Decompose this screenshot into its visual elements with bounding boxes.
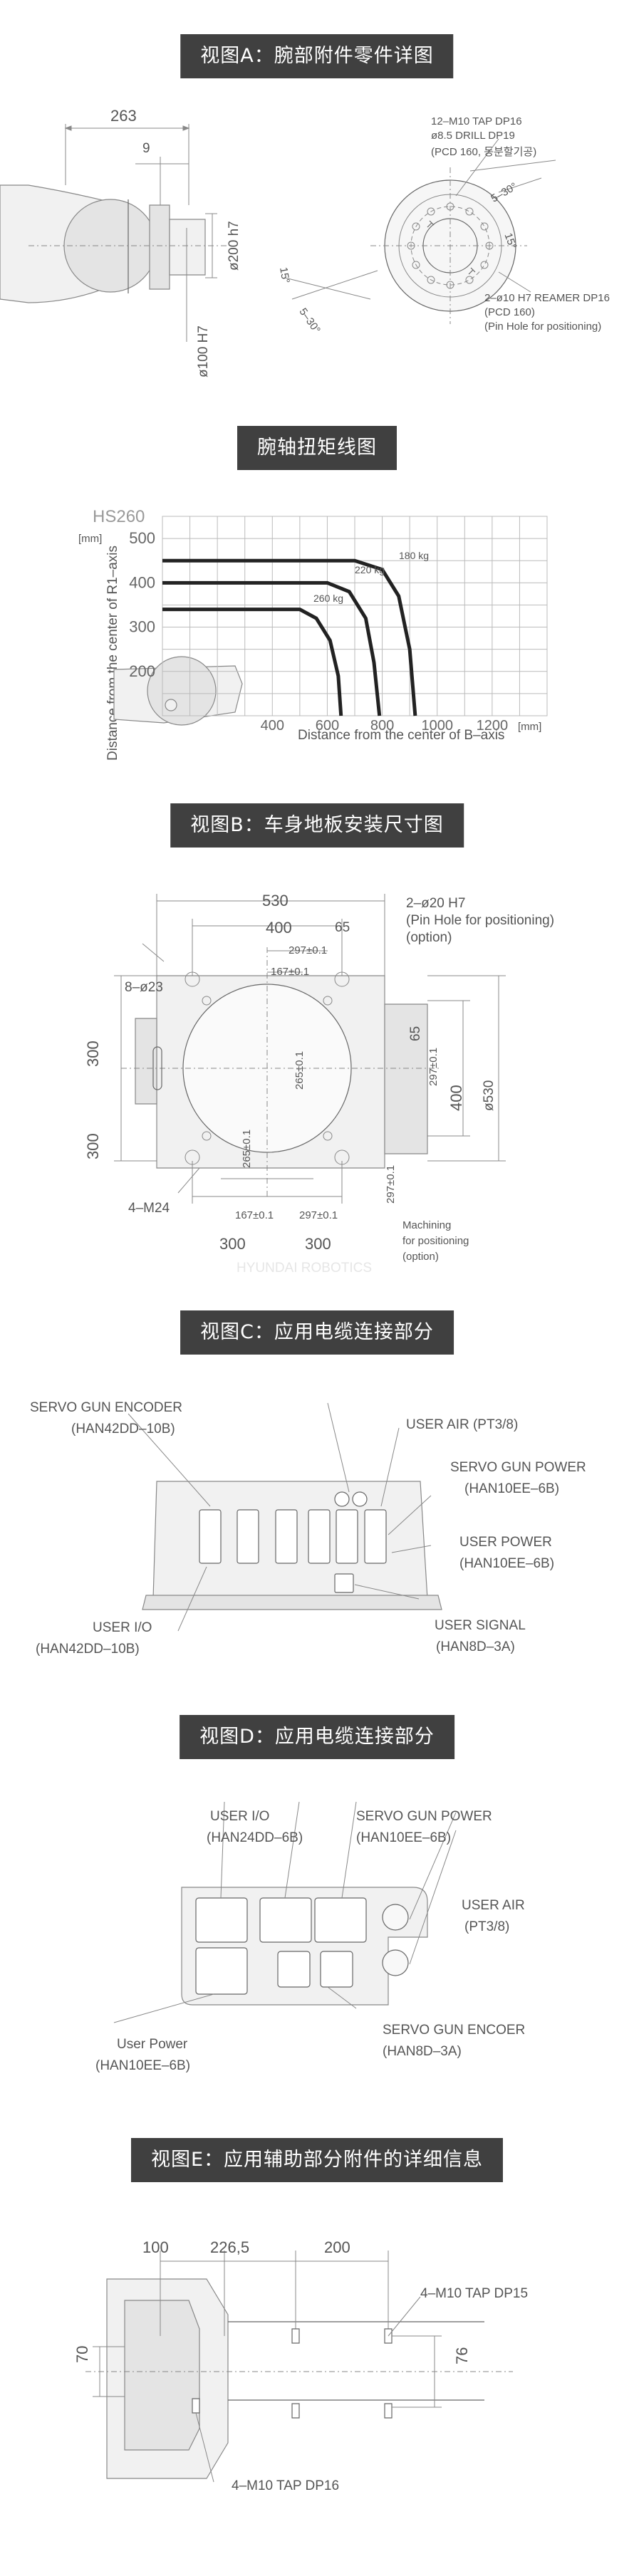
- x-tick-label: 1200: [477, 718, 509, 734]
- d-user-air-label: USER AIR: [462, 1898, 525, 1913]
- dim-300-left-top: 300: [84, 1041, 102, 1067]
- dim-400: 400: [266, 919, 292, 937]
- dim-263: 263: [110, 107, 137, 125]
- d-servo-encoder-model: (HAN8D–3A): [383, 2044, 462, 2059]
- curve-load-label: 260 kg: [313, 593, 343, 604]
- x-tick-label: 800: [370, 718, 394, 734]
- dim-167-top: 167±0.1: [271, 966, 310, 978]
- dim-297-top: 297±0.1: [289, 944, 328, 956]
- note-pin-line2: (PCD 160): [484, 306, 535, 318]
- dim-300-bottom-left: 300: [219, 1235, 246, 1253]
- dim-300-left-bottom: 300: [84, 1133, 102, 1159]
- d-user-io-model: (HAN24DD–6B): [207, 1830, 303, 1845]
- section-e-title: 视图E：应用辅助部分附件的详细信息: [130, 2138, 504, 2182]
- torque-curve-220kg: [162, 583, 380, 716]
- d-servo-power-label: SERVO GUN POWER: [356, 1809, 492, 1824]
- dim-265-lower: 265±0.1: [241, 1129, 253, 1168]
- d-user-power-label: User Power: [117, 2037, 188, 2052]
- tap-dp16-label: 4–M10 TAP DP16: [232, 2478, 340, 2493]
- d-user-io-label: USER I/O: [210, 1809, 270, 1824]
- chart-x-axis-title: Distance from the center of B–axis: [298, 728, 505, 743]
- pin-hole-line3: (option): [406, 930, 452, 945]
- c-servo-encoder-model: (HAN42DD–10B): [71, 1422, 175, 1436]
- c-user-io-label: USER I/O: [93, 1620, 152, 1635]
- section-b-title: 视图B：车身地板安装尺寸图: [170, 803, 464, 848]
- c-servo-power-label: SERVO GUN POWER: [450, 1460, 586, 1475]
- cable-connection-side-drawing: [0, 1439, 634, 1624]
- section-c-title: 视图C：应用电缆连接部分: [180, 1310, 454, 1355]
- x-unit-label: [mm]: [518, 721, 542, 733]
- torque-section-title: 腕轴扭矩线图: [237, 426, 397, 470]
- dim-100: 100: [142, 2238, 169, 2256]
- d-servo-power-model: (HAN10EE–6B): [356, 1830, 452, 1845]
- d-user-air-model: (PT3/8): [464, 1919, 510, 1934]
- dim-297-right-bottom: 297±0.1: [385, 1164, 397, 1204]
- c-user-io-model: (HAN42DD–10B): [36, 1642, 140, 1657]
- dim-300-bottom-right: 300: [305, 1235, 331, 1253]
- dim-265-upper: 265±0.1: [293, 1050, 306, 1090]
- dim-200: 200: [324, 2238, 350, 2256]
- x-tick-label: 1000: [421, 718, 453, 734]
- y-tick-label: 500: [129, 529, 155, 547]
- c-user-power-label: USER POWER: [459, 1535, 552, 1550]
- c-servo-encoder-label: SERVO GUN ENCODER: [30, 1400, 182, 1415]
- pin-hole-line1: 2–ø20 H7: [406, 896, 466, 911]
- auxiliary-attachment-drawing: [0, 2236, 634, 2521]
- dim-4m24: 4–M24: [128, 1201, 170, 1216]
- x-tick-label: 600: [316, 718, 339, 734]
- curve-load-label: 220 kg: [355, 564, 385, 575]
- dim-70: 70: [73, 2345, 91, 2363]
- wrist-flange-drawing: [0, 107, 634, 392]
- c-user-air-label: USER AIR (PT3/8): [406, 1417, 519, 1432]
- note-pin-line3: (Pin Hole for positioning): [484, 320, 602, 333]
- note-tap-line2: ø8.5 DRILL DP19: [431, 130, 515, 142]
- dim-8d23: 8–ø23: [125, 980, 163, 995]
- pin-hole-line2: (Pin Hole for positioning): [406, 913, 555, 928]
- c-user-power-model: (HAN10EE–6B): [459, 1556, 555, 1571]
- dim-65-right: 65: [408, 1026, 423, 1041]
- dim-226-5: 226,5: [210, 2238, 250, 2256]
- note-tap-line1: 12–M10 TAP DP16: [431, 115, 522, 127]
- faint-watermark-text: HYUNDAI ROBOTICS: [237, 1261, 373, 1276]
- machining-note-line1: Machining: [402, 1219, 452, 1231]
- note-pin-line1: 2–ø10 H7 REAMER DP16: [484, 292, 610, 304]
- section-d-title: 视图D：应用电缆连接部分: [180, 1715, 454, 1759]
- cable-connection-top-drawing: [0, 1880, 634, 2023]
- dim-d530: ø530: [482, 1080, 497, 1111]
- c-user-signal-model: (HAN8D–3A): [436, 1639, 515, 1654]
- section-a-title: 视图A：腕部附件零件详图: [180, 34, 454, 78]
- note-tap-line3: (PCD 160, 동분할기공): [431, 146, 537, 158]
- dim-400-right: 400: [447, 1085, 465, 1111]
- floor-mount-drawing: [0, 876, 634, 1218]
- curve-load-label: 180 kg: [399, 550, 429, 561]
- d-servo-encoder-label: SERVO GUN ENCOER: [383, 2023, 526, 2038]
- chart-model-label: HS260: [93, 507, 145, 526]
- c-user-signal-label: USER SIGNAL: [435, 1618, 526, 1633]
- y-tick-label: 200: [129, 662, 155, 680]
- machining-note-line3: (option): [402, 1251, 439, 1263]
- c-servo-power-model: (HAN10EE–6B): [464, 1481, 560, 1496]
- y-tick-label: 300: [129, 618, 155, 636]
- dim-167-bottom: 167±0.1: [235, 1209, 274, 1221]
- dim-530: 530: [262, 892, 289, 909]
- y-unit-label: [mm]: [78, 533, 103, 545]
- d-user-power-model: (HAN10EE–6B): [95, 2058, 191, 2073]
- torque-curve-260kg: [162, 610, 341, 716]
- dim-9: 9: [142, 141, 150, 156]
- y-tick-label: 400: [129, 573, 155, 591]
- torque-curve-180kg: [162, 560, 415, 716]
- machining-note-line2: for positioning: [402, 1235, 469, 1247]
- x-tick-label: 400: [261, 718, 284, 734]
- tap-dp15-label: 4–M10 TAP DP15: [420, 2286, 529, 2301]
- dim-76: 76: [453, 2347, 471, 2364]
- dim-297-bottom: 297±0.1: [299, 1209, 338, 1221]
- dim-65-top: 65: [335, 920, 350, 935]
- dim-297-right-top: 297±0.1: [427, 1047, 440, 1086]
